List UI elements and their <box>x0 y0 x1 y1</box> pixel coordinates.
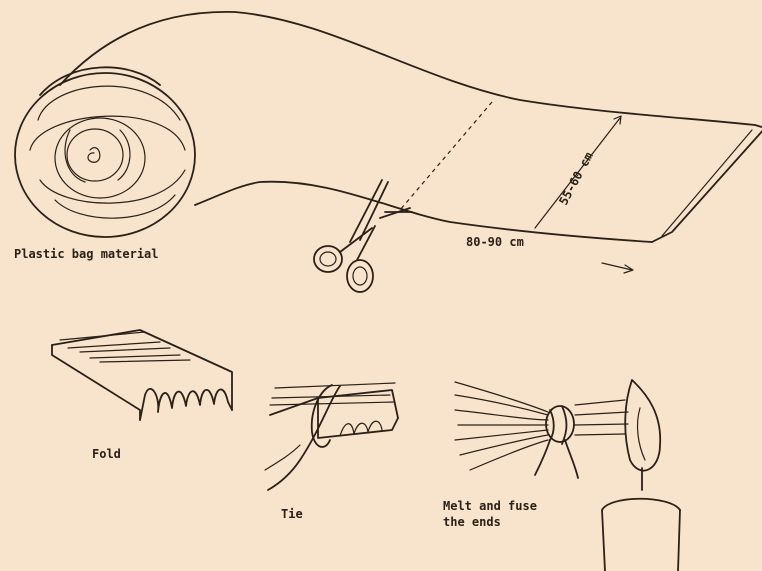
length-arrow-icon <box>602 263 633 273</box>
tie-label: Tie <box>281 507 303 521</box>
tie-icon <box>265 383 398 490</box>
folded-strip-icon <box>52 330 232 420</box>
plastic-roll-icon <box>15 67 195 237</box>
melt-label-line2: the ends <box>443 515 501 529</box>
roll-label: Plastic bag material <box>14 247 159 261</box>
melt-label-line1: Melt and fuse <box>443 499 537 513</box>
candle-icon <box>602 380 680 571</box>
length-label: 80-90 cm <box>466 235 524 249</box>
fused-bundle-icon <box>455 382 628 478</box>
fold-label: Fold <box>92 447 121 461</box>
width-label: 55-60 cm <box>556 150 595 208</box>
